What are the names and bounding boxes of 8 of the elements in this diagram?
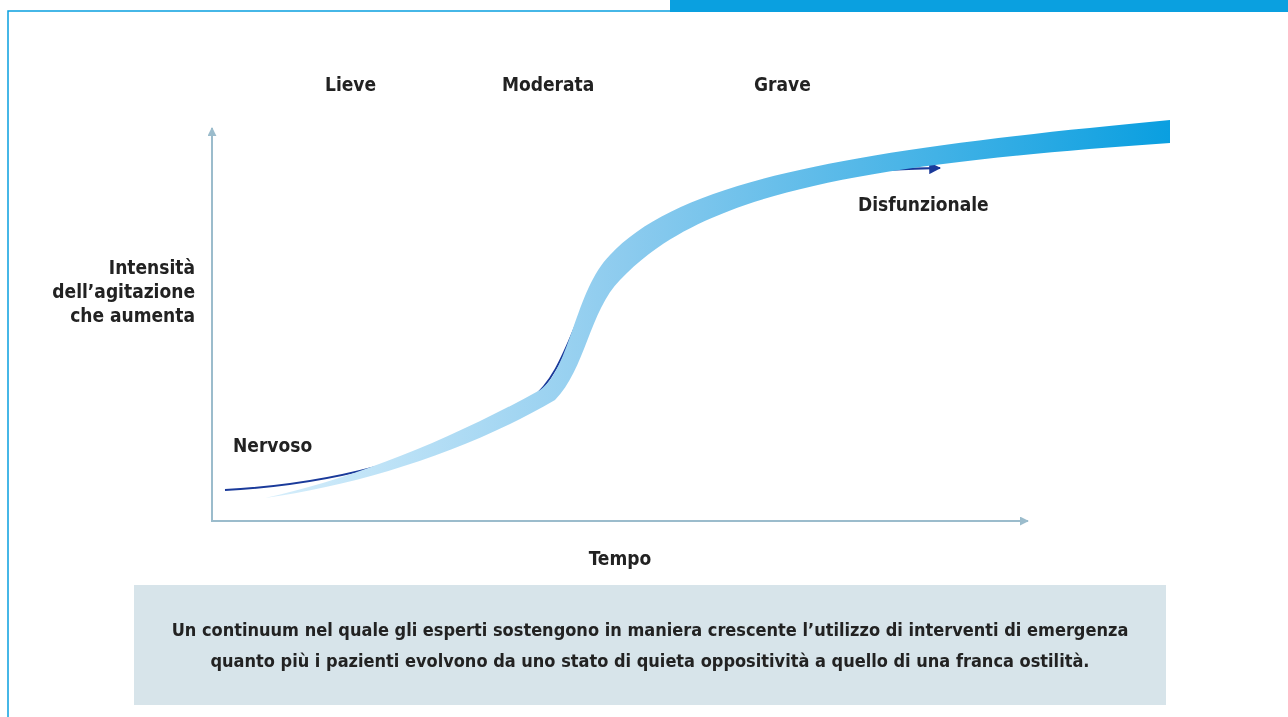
curve-label: Nervoso: [233, 433, 314, 457]
stage-label: Moderata: [502, 72, 596, 96]
caption-text: Un continuum nel quale gli esperti sostengono in maniera crescente l’utilizzo di interventi di emergenza quanto più i pazienti evolvono da uno stato di quieta oppositività a quello di una franca ostilità.: [170, 618, 1130, 673]
stage-label: Lieve: [325, 72, 378, 96]
axis-title: Intensità dell’agitazione che aumenta: [51, 255, 195, 327]
axis-title: Tempo: [587, 546, 653, 570]
curve-label: Disfunzionale: [858, 192, 990, 216]
stage-label: Grave: [754, 72, 812, 96]
